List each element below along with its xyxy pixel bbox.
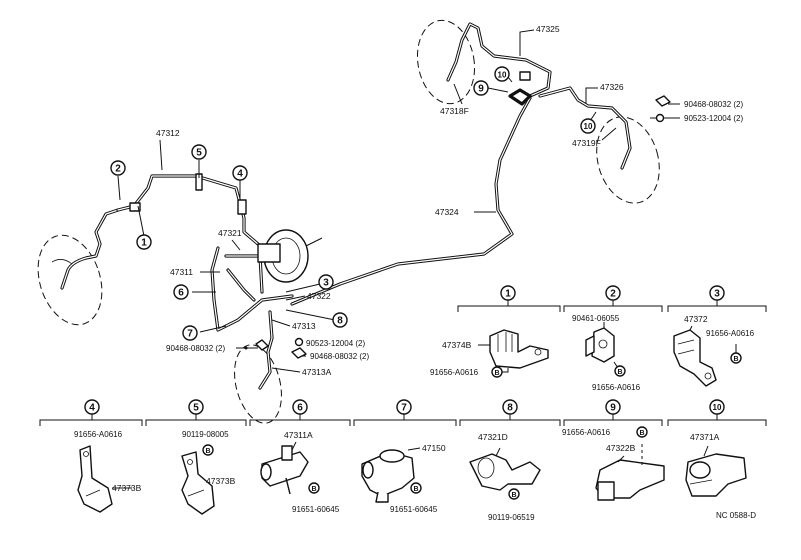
detail-9: B 91656-A0616 47322B	[562, 426, 665, 501]
line-clips	[129, 71, 531, 215]
d1-part-label: 47374B	[442, 340, 472, 350]
leader-lines	[117, 29, 680, 373]
callout-10-rear: 10	[584, 122, 593, 131]
label-47322: 47322	[307, 291, 331, 301]
d3-bolt-b: B	[733, 356, 738, 363]
detail-sections: 1 2 3 4 5 6 7 8 9 10 47374	[39, 285, 767, 522]
label-90468-left-a: 90468-08032 (2)	[166, 344, 225, 353]
section-2-number: 2	[610, 289, 616, 300]
label-47312: 47312	[156, 128, 180, 138]
diagram-code: NC 0588-D	[716, 511, 756, 520]
d8-bolt-b: B	[511, 492, 516, 499]
label-47311: 47311	[170, 267, 193, 277]
fastener-icons	[255, 95, 671, 359]
d8-part-label: 47321D	[478, 432, 508, 442]
label-47318F: 47318F	[440, 106, 469, 116]
d9-bolt-label: 91656-A0616	[562, 428, 611, 437]
detail-brackets-top	[457, 300, 767, 312]
right-rear-disc	[596, 116, 660, 204]
d5-bolt-b: B	[205, 448, 210, 455]
callout-5: 5	[196, 148, 202, 159]
section-8-number: 8	[507, 403, 513, 414]
callout-6: 6	[178, 288, 184, 299]
label-47313A: 47313A	[302, 367, 332, 377]
label-47326: 47326	[600, 82, 624, 92]
d4-part-label: 47373B	[112, 483, 142, 493]
callout-9: 9	[478, 84, 484, 95]
d2-bolt-bot-label: 91656-A0616	[592, 383, 641, 392]
d3-bolt-label: 91656-A0616	[706, 329, 755, 338]
d3-part-label: 47372	[684, 314, 708, 324]
brake-booster	[257, 229, 323, 283]
d7-bolt-label: 91651-60645	[390, 505, 438, 514]
callout-10-front: 10	[498, 71, 507, 80]
d7-part-label: 47150	[422, 443, 446, 453]
brake-tubes	[60, 22, 632, 390]
section-4-number: 4	[89, 403, 95, 414]
detail-8: 47321D B 90119-06519	[469, 432, 541, 522]
detail-3: 47372 91656-A0616 B	[673, 314, 755, 387]
callout-4: 4	[237, 169, 243, 180]
d1-bolt-label: 91656-A0616	[430, 368, 479, 377]
label-47321: 47321	[218, 228, 242, 238]
d5-bolt-label: 90119-08005	[182, 430, 229, 439]
detail-6: 47311A B 91651-60645	[260, 430, 340, 514]
d5-part-label: 47373B	[206, 476, 236, 486]
label-90523-right: 90523-12004 (2)	[684, 114, 743, 123]
label-90468-right: 90468-08032 (2)	[684, 100, 743, 109]
section-6-number: 6	[297, 403, 303, 414]
d9-part-label: 47322B	[606, 443, 636, 453]
section-1-number: 1	[505, 289, 511, 300]
d4-bolt-label: 91656-A0616	[74, 430, 123, 439]
callout-7: 7	[187, 329, 193, 340]
main-assembly: 2 1 5 4 6 7 3 8 10 9 10 47312	[37, 19, 743, 424]
callout-8: 8	[337, 316, 343, 327]
callout-3: 3	[323, 278, 329, 289]
label-90468-left-b: 90468-08032 (2)	[310, 352, 369, 361]
section-10-number: 10	[713, 403, 722, 412]
d6-bolt-b: B	[311, 486, 316, 493]
section-9-number: 9	[610, 403, 616, 414]
label-47325: 47325	[536, 24, 560, 34]
d1-bolt-b: B	[494, 370, 499, 377]
left-front-disc	[37, 234, 103, 326]
main-labels: 47312 47321 47311 47322 47313 47313A 473…	[156, 24, 743, 377]
d9-bolt-b: B	[639, 430, 644, 437]
d8-bolt-label: 90119-06519	[488, 513, 535, 522]
callout-1: 1	[141, 238, 147, 249]
d6-bolt-label: 91651-60645	[292, 505, 340, 514]
section-7-number: 7	[401, 403, 407, 414]
detail-10: 47371A	[685, 432, 747, 497]
label-47324: 47324	[435, 207, 459, 217]
label-47319F: 47319F	[572, 138, 601, 148]
label-47313: 47313	[292, 321, 316, 331]
left-rear-disc	[234, 344, 282, 424]
d10-part-label: 47371A	[690, 432, 720, 442]
detail-7: 47150 B 91651-60645	[361, 443, 446, 514]
section-3-number: 3	[714, 289, 720, 300]
right-front-disc	[416, 19, 476, 105]
detail-section-numbers: 1 2 3 4 5 6 7 8 9 10	[84, 285, 725, 415]
detail-5: B 90119-08005 47373B	[181, 430, 236, 515]
label-90523-left: 90523-12004 (2)	[306, 339, 365, 348]
section-5-number: 5	[193, 403, 199, 414]
d2-bolt-b: B	[617, 369, 622, 376]
callout-2: 2	[115, 164, 121, 175]
detail-brackets-bottom	[39, 414, 767, 426]
d7-bolt-b: B	[413, 486, 418, 493]
callout-circles: 2 1 5 4 6 7 3 8 10 9 10	[110, 66, 596, 350]
detail-1: 47374B 91656-A0616 B	[430, 329, 549, 378]
d6-part-label: 47311A	[284, 430, 313, 440]
detail-2: 90461-06055 B 91656-A0616	[572, 314, 641, 392]
d2-bolt-top-label: 90461-06055	[572, 314, 620, 323]
detail-4: 91656-A0616 47373B	[74, 430, 142, 513]
